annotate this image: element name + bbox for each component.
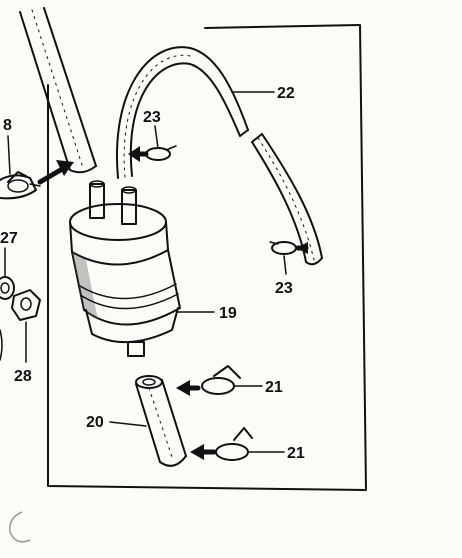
washer-part-27 — [0, 276, 15, 300]
inlet-hose — [19, 7, 97, 174]
label-27: 27 — [0, 230, 18, 247]
label-28: 28 — [14, 368, 32, 385]
clamp-part-21-lower — [190, 427, 253, 461]
label-23-lower: 23 — [275, 280, 293, 297]
corner-scan-mark — [9, 511, 31, 543]
clamp-part-23-upper — [128, 145, 177, 162]
label-22: 22 — [277, 85, 295, 102]
clamp-part-21-upper — [176, 365, 241, 396]
label-21-upper: 21 — [265, 379, 283, 396]
panel-frame — [47, 24, 367, 491]
label-23-upper: 23 — [143, 109, 161, 126]
clamp-part-8 — [0, 171, 41, 200]
filter-part-19 — [69, 180, 181, 357]
label-21-lower: 21 — [287, 445, 305, 462]
part-number-labels: 22 23 23 19 21 21 20 8 27 28 — [0, 85, 305, 462]
label-20: 20 — [86, 414, 104, 431]
nut-part-28 — [0, 289, 41, 361]
leader-lines — [4, 91, 287, 453]
arrow-to-hose — [37, 160, 74, 185]
label-8: 8 — [3, 117, 12, 134]
clamp-part-23-lower — [269, 241, 309, 255]
hose-part-20 — [135, 375, 187, 467]
label-19: 19 — [219, 305, 237, 322]
